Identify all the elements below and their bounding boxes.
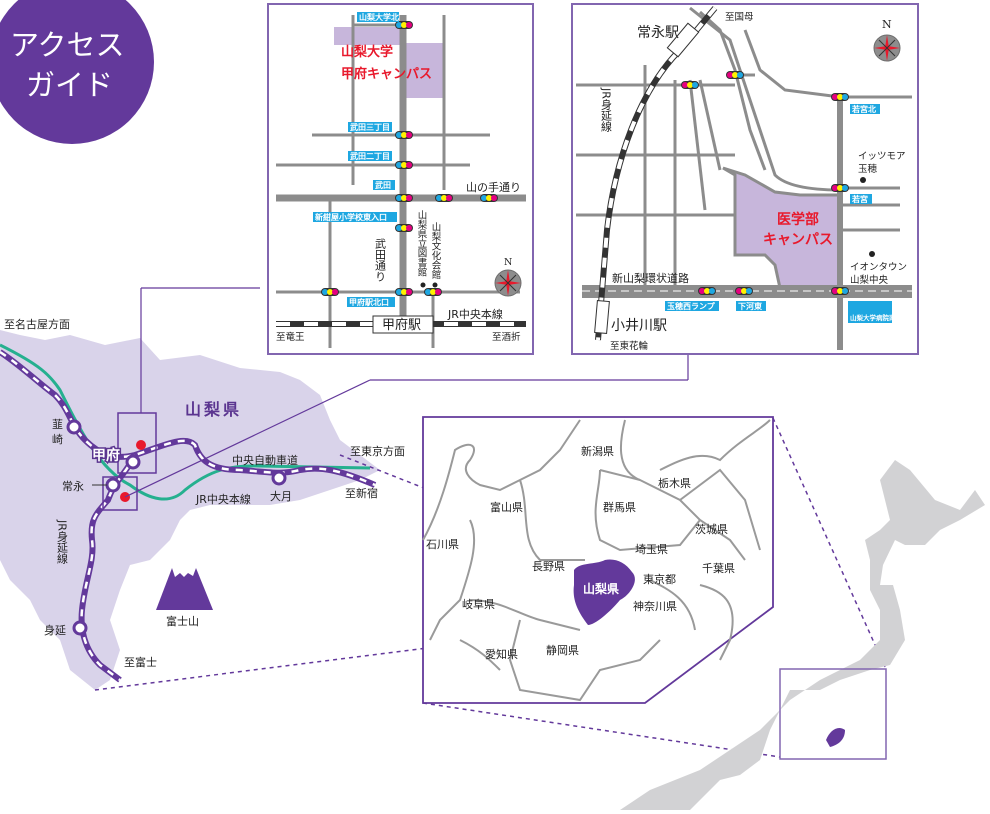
svg-text:埼玉県: 埼玉県 xyxy=(635,542,668,556)
title-line2: ガイド xyxy=(26,68,113,102)
landmark-itsmore-2: 玉穂 xyxy=(858,163,878,175)
kofu-dir-left: 至竜王 xyxy=(276,331,305,343)
kofu-campus-map: 甲府駅 JR中央本線 至竜王 至酒折 山の手通り 武田通り 山梨県立図書館 山梨… xyxy=(267,3,534,355)
japan-overview-map xyxy=(620,460,985,810)
dir-higashihanawa: 至東花輪 xyxy=(610,340,649,352)
svg-text:崎: 崎 xyxy=(52,432,63,446)
kofu-campus-label-2: 甲府キャンパス xyxy=(341,66,432,82)
yamanashi-highlight[interactable] xyxy=(573,559,635,626)
label-kofu: 甲府 xyxy=(92,447,120,464)
signal-labels-kofu: 山梨大学北 武田三丁目 武田二丁目 武田 新紺屋小学校東入口 甲府駅北口 xyxy=(313,12,399,307)
oikawa-station-box[interactable] xyxy=(594,299,610,335)
svg-text:群馬県: 群馬県 xyxy=(603,500,636,514)
yamanashi-region-map: 富士山 韮 韮崎 崎 甲府 常永 大月 身延 山梨県 JR xyxy=(0,287,689,690)
svg-text:山梨大学病院南: 山梨大学病院南 xyxy=(850,313,896,322)
svg-text:栃木県: 栃木県 xyxy=(658,476,691,490)
compass-icon xyxy=(494,269,522,297)
svg-text:新潟県: 新潟県 xyxy=(581,444,614,458)
compass-n-label: N xyxy=(504,257,512,268)
label-minobu-line: JR身延線 xyxy=(56,519,69,564)
minobu-line-label: JR身延線 xyxy=(600,87,613,132)
label-otsuki: 大月 xyxy=(270,489,292,503)
dir-nagoya: 至名古屋方面 xyxy=(4,317,70,331)
oikawa-station-label: 小井川駅 xyxy=(611,318,667,334)
signal-labels-medical: 若宮北 若宮 玉穂西ランプ 下河東 山梨大学病院南 xyxy=(665,104,896,323)
compass-icon xyxy=(873,34,901,62)
mt-fuji-icon xyxy=(156,568,213,610)
kofu-dir-right: 至酒折 xyxy=(492,331,521,343)
medical-campus-map: 常永駅 至国母 JR身延線 新山梨環状道路 小井川駅 至東花輪 医学部 キャンパ… xyxy=(571,3,919,355)
landmark-library: 山梨県立図書館 xyxy=(416,210,428,277)
landmark-aeon-2: 山梨中央 xyxy=(850,274,889,286)
svg-text:静岡県: 静岡県 xyxy=(546,643,579,657)
road-takeda: 武田通り xyxy=(374,238,387,282)
svg-text:神奈川県: 神奈川県 xyxy=(633,599,677,613)
kofu-campus-label-1: 山梨大学 xyxy=(341,44,393,60)
title-line1: アクセス xyxy=(10,28,125,62)
kofu-station-box[interactable] xyxy=(372,315,434,334)
kofu-area-box[interactable] xyxy=(117,412,157,474)
station-kofu[interactable] xyxy=(125,454,141,470)
svg-text:玉穂西ランプ: 玉穂西ランプ xyxy=(667,301,716,311)
svg-text:東京都: 東京都 xyxy=(643,572,676,586)
svg-text:若宮: 若宮 xyxy=(851,194,868,204)
medical-campus-label-2: キャンパス xyxy=(763,232,833,248)
svg-text:茨城県: 茨城県 xyxy=(695,522,728,536)
medical-area-box[interactable] xyxy=(102,476,138,511)
svg-text:武田三丁目: 武田三丁目 xyxy=(350,122,390,132)
road-yamanote: 山の手通り xyxy=(466,180,521,194)
dir-kokubo: 至国母 xyxy=(725,12,754,23)
medical-campus-label-1: 医学部 xyxy=(777,211,819,228)
svg-text:若宮北: 若宮北 xyxy=(851,104,876,114)
svg-text:山梨県: 山梨県 xyxy=(583,581,619,596)
landmark-itsmore-1: イッツモア xyxy=(858,151,906,162)
dir-fuji: 至富士 xyxy=(124,655,157,669)
svg-text:武田: 武田 xyxy=(375,180,391,190)
dir-tokyo: 至東京方面 xyxy=(350,444,405,458)
svg-text:愛知県: 愛知県 xyxy=(485,647,518,661)
station-jouei[interactable] xyxy=(105,477,121,493)
label-jouei: 常永 xyxy=(62,479,84,493)
kanto-zoom-box[interactable] xyxy=(779,668,887,760)
landmark-aeon-1: イオンタウン xyxy=(850,262,907,273)
kofu-rail-label: JR中央本線 xyxy=(447,307,503,321)
svg-text:長野県: 長野県 xyxy=(532,560,565,573)
title-badge: アクセス ガイド xyxy=(0,0,154,144)
label-chuo-line: JR中央本線 xyxy=(195,492,251,506)
dir-shinjuku: 至新宿 xyxy=(345,486,378,500)
svg-text:JR身延線: JR身延線 xyxy=(56,519,69,564)
label-expressway: 中央自動車道 xyxy=(232,453,298,467)
expressway-line xyxy=(0,343,371,501)
kofu-station-label: 甲府駅 xyxy=(382,318,421,333)
svg-text:山梨大学北: 山梨大学北 xyxy=(359,12,399,22)
svg-text:富山県: 富山県 xyxy=(490,500,523,514)
jouei-station-box[interactable] xyxy=(666,22,700,58)
kanto-map: 新潟県 栃木県 富山県 群馬県 茨城県 石川県 埼玉県 長野県 山梨県 東京都 … xyxy=(422,416,774,704)
mt-fuji-label: 富士山 xyxy=(166,614,199,628)
landmark-bunka-kaikan: 山梨文化会館 xyxy=(430,222,442,280)
station-minobu[interactable] xyxy=(72,620,88,636)
kofu-campus-marker[interactable] xyxy=(136,440,146,450)
svg-text:石川県: 石川県 xyxy=(426,538,459,551)
svg-text:下河東: 下河東 xyxy=(738,301,762,311)
station-otsuki[interactable] xyxy=(271,470,287,486)
svg-text:甲府駅北口: 甲府駅北口 xyxy=(349,297,389,307)
ring-road-label: 新山梨環状道路 xyxy=(612,271,689,285)
label-yamanashi: 山梨県 xyxy=(185,400,242,419)
prefecture-labels: 新潟県 栃木県 富山県 群馬県 茨城県 石川県 埼玉県 長野県 山梨県 東京都 … xyxy=(426,444,735,661)
svg-text:千葉県: 千葉県 xyxy=(702,561,735,575)
station-nirasaki[interactable] xyxy=(66,419,82,435)
svg-text:岐阜県: 岐阜県 xyxy=(462,598,495,611)
svg-text:武田二丁目: 武田二丁目 xyxy=(350,151,390,161)
label-minobu: 身延 xyxy=(44,623,66,637)
jouei-station-label: 常永駅 xyxy=(637,25,679,41)
svg-text:新紺屋小学校東入口: 新紺屋小学校東入口 xyxy=(315,212,387,222)
label-nirasaki-1: 韮 xyxy=(52,418,63,431)
compass-n-label-2: N xyxy=(882,18,892,31)
